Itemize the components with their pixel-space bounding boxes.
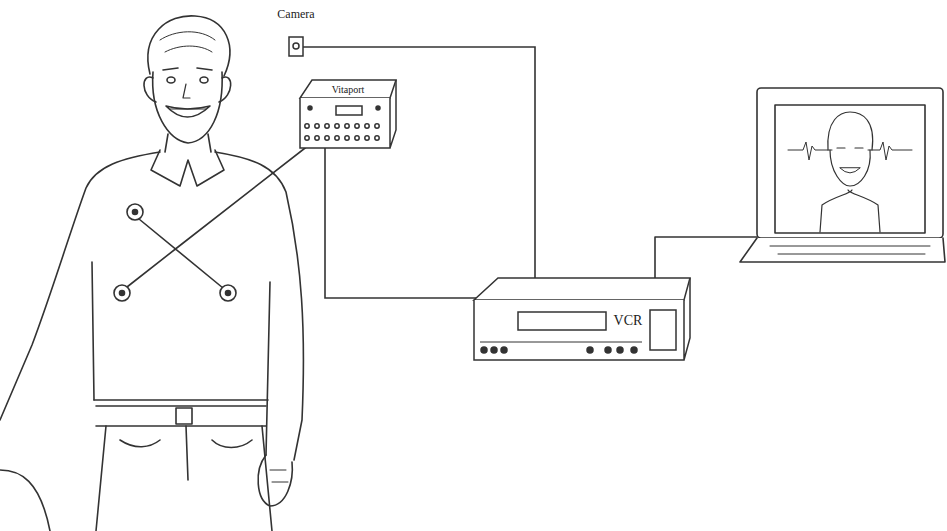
vitaport-recorder: Vitaport xyxy=(298,78,398,152)
vcr-box-outline xyxy=(470,276,692,364)
person-figure xyxy=(0,16,303,531)
device-label: Vitaport xyxy=(331,84,366,95)
device-label: Camera xyxy=(276,8,315,21)
vcr-box: VCR xyxy=(470,276,692,364)
camera-box: Camera xyxy=(268,6,324,58)
signal-cable xyxy=(325,148,480,298)
electrode-leads xyxy=(114,138,318,301)
laptop-monitor xyxy=(655,88,945,280)
device-label: VCR xyxy=(613,313,644,328)
